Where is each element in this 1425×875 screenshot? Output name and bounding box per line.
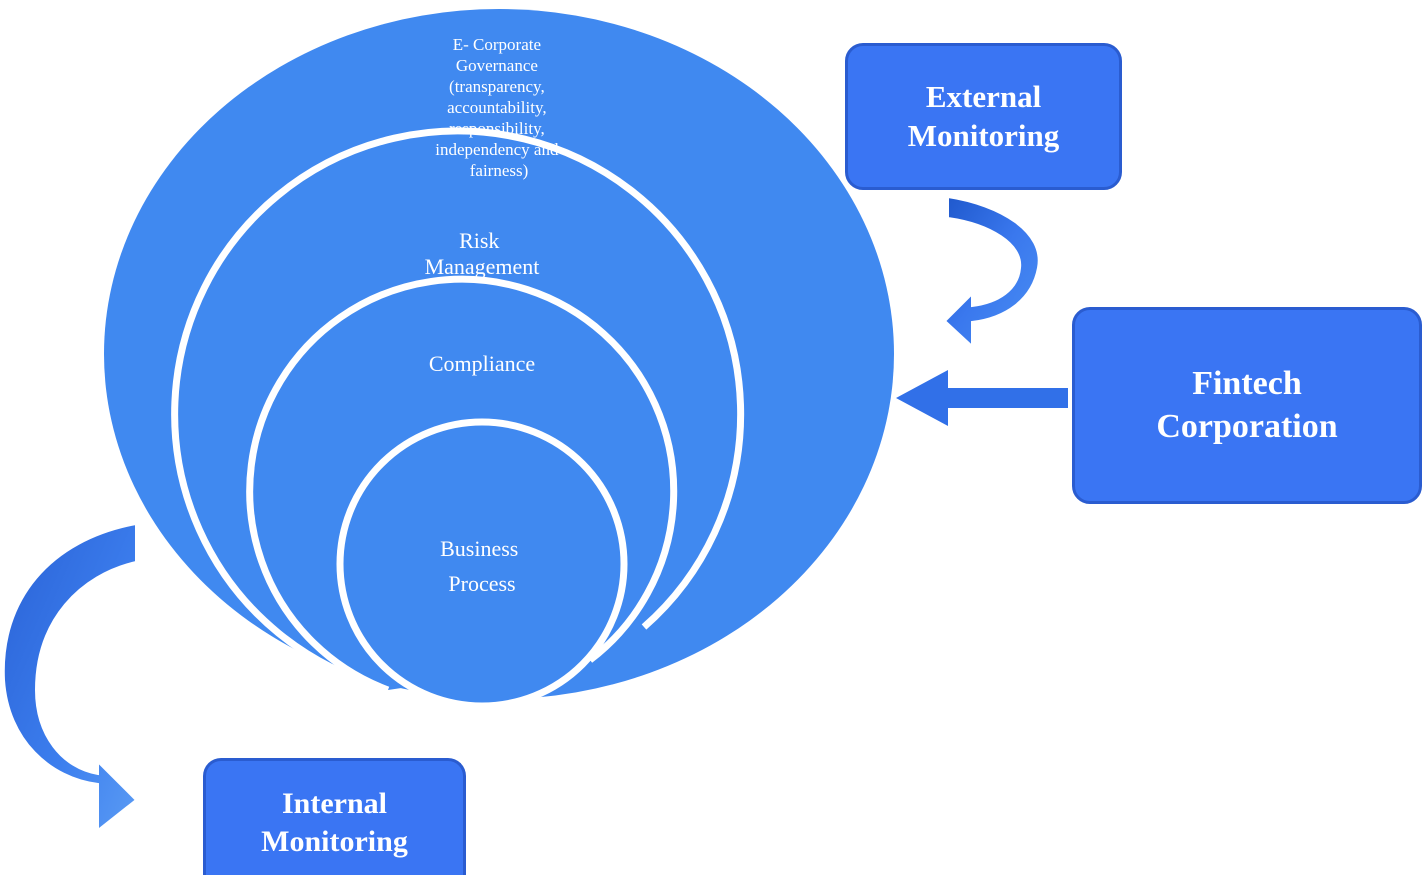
compliance-label-line: Compliance (429, 351, 535, 376)
governance-label-line: independency and (435, 140, 559, 159)
fintech-corporation-box: Fintech Corporation (1072, 307, 1422, 504)
external-monitoring-label: External Monitoring (907, 78, 1060, 153)
fintech-arrow (896, 370, 1068, 426)
business-process-label-line: Process (448, 571, 515, 596)
risk-management-label-line: Management (425, 254, 540, 279)
business-process-circle (336, 418, 628, 710)
compliance-label: Compliance (429, 351, 535, 376)
risk-management-label: Risk Management (425, 228, 540, 279)
governance-label-line: responsibility, (449, 119, 545, 138)
governance-label-line: accountability, (447, 98, 546, 117)
internal-monitoring-box: Internal Monitoring (203, 758, 466, 875)
external-curved-arrow (943, 195, 1040, 349)
governance-label-line: fairness) (470, 161, 529, 180)
governance-label-line: (transparency, (449, 77, 545, 96)
risk-management-label-line: Risk (459, 228, 499, 253)
internal-curved-arrow (2, 522, 138, 833)
business-process-label-line: Business (440, 536, 518, 561)
internal-monitoring-label: Internal Monitoring (261, 787, 408, 858)
business-process-label: Business Process (440, 536, 524, 596)
external-monitoring-box: External Monitoring (845, 43, 1122, 190)
governance-label-line: Governance (456, 56, 538, 75)
fintech-corporation-label: Fintech Corporation (1156, 365, 1338, 445)
governance-label: E- Corporate Governance (transparency, a… (435, 35, 562, 180)
governance-label-line: E- Corporate (453, 35, 541, 54)
